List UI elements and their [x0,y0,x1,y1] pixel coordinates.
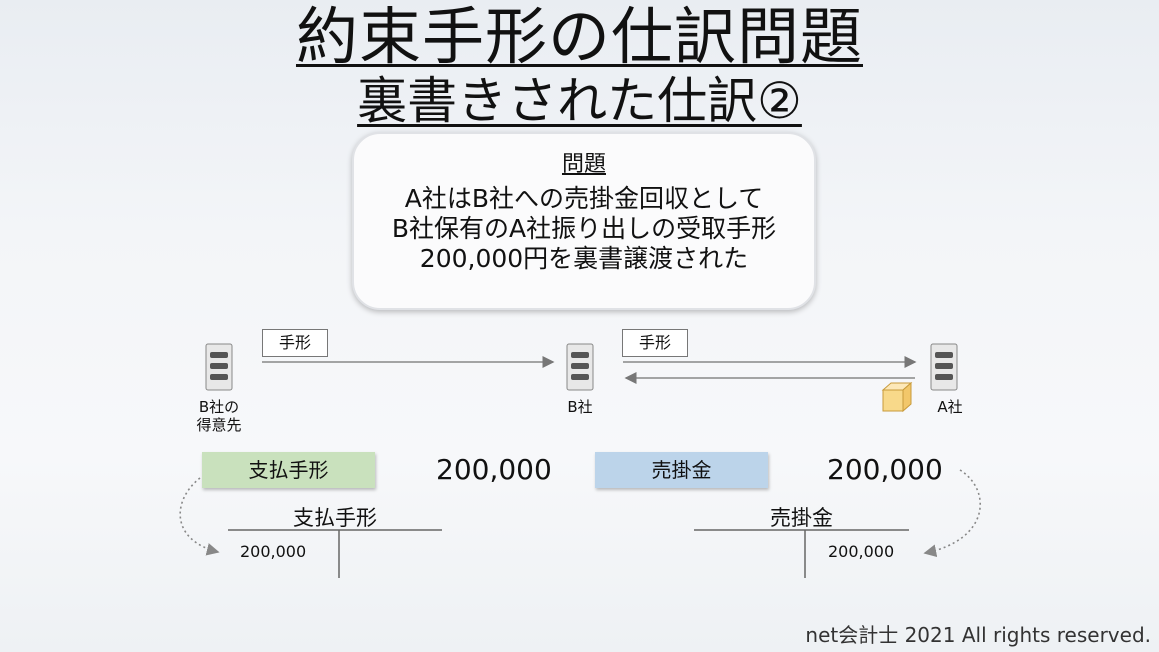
page-subtitle: 裏書きされた仕訳② [0,72,1159,130]
problem-line-2: B社保有のA社振り出しの受取手形 [391,214,777,243]
problem-line-3: 200,000円を裏書譲渡された [419,244,749,273]
box-icon [881,381,913,413]
credit-account: 売掛金 [595,452,768,488]
problem-line-1: A社はB社への売掛金回収として [404,184,764,213]
page-title: 約束手形の仕訳問題 [0,2,1159,72]
t-account-left-entry: 200,000 [240,542,307,561]
server-icon [930,343,958,391]
debit-account: 支払手形 [202,452,375,488]
t-account-left-title: 支払手形 [293,506,377,530]
company-label-customer: B社の 得意先 [188,398,250,434]
title-line-2: 裏書きされた仕訳② [357,72,802,130]
server-icon [566,343,594,391]
t-account-right-entry: 200,000 [828,542,895,561]
company-label-a: A社 [937,398,963,416]
title-line-1: 約束手形の仕訳問題 [295,0,863,73]
company-label-customer-line2: 得意先 [196,416,242,434]
dotted-arrow-left [179,477,220,556]
copyright: net会計士 2021 All rights reserved. [805,623,1151,647]
problem-heading-text: 問題 [561,152,606,177]
problem-heading: 問題 [354,146,814,178]
debit-amount: 200,000 [436,453,552,486]
server-icon [205,343,233,391]
credit-amount: 200,000 [827,453,943,486]
company-label-b: B社 [567,398,593,416]
note-tag-right: 手形 [622,329,688,357]
dotted-arrow-right [923,469,981,558]
t-account-right-title: 売掛金 [770,506,833,530]
note-tag-left: 手形 [262,329,328,357]
company-label-customer-line1: B社の [198,398,240,416]
problem-box: 問題 A社はB社への売掛金回収として B社保有のA社振り出しの受取手形 200,… [352,132,816,310]
